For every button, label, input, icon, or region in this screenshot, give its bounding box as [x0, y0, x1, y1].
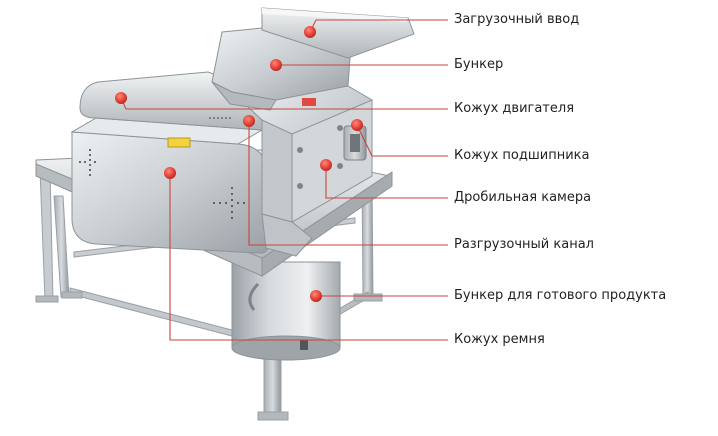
- label-belt-guard: Кожух ремня: [454, 332, 545, 347]
- leader-discharge-chute: [248, 121, 448, 246]
- marker-motor-housing: [115, 92, 127, 104]
- marker-bearing-housing: [351, 119, 363, 131]
- leader-bearing-housing: [356, 124, 448, 157]
- marker-crushing-chamber: [320, 159, 332, 171]
- label-motor-housing: Кожух двигателя: [454, 101, 575, 116]
- label-discharge-chute: Разгрузочный канал: [454, 237, 594, 252]
- label-bearing-housing: Кожух подшипника: [454, 148, 590, 163]
- machine-illustration: [35, 7, 415, 421]
- marker-discharge-chute: [243, 115, 255, 127]
- label-feed-inlet: Загрузочный ввод: [454, 12, 580, 27]
- marker-feed-inlet: [304, 26, 316, 38]
- leader-crushing-chamber: [325, 165, 448, 199]
- label-hopper: Бункер: [454, 57, 504, 72]
- label-product-bin: Бункер для готового продукта: [454, 288, 667, 303]
- marker-hopper: [270, 59, 282, 71]
- leader-belt-guard: [169, 173, 448, 341]
- bearing-housing-block: [343, 125, 367, 161]
- marker-product-bin: [310, 290, 322, 302]
- product-bin-cylinder: [231, 261, 341, 361]
- marker-belt-guard: [164, 167, 176, 179]
- crushing-chamber-body: [230, 85, 373, 223]
- label-crushing-chamber: Дробильная камера: [454, 190, 592, 205]
- callout-markers: [115, 26, 363, 302]
